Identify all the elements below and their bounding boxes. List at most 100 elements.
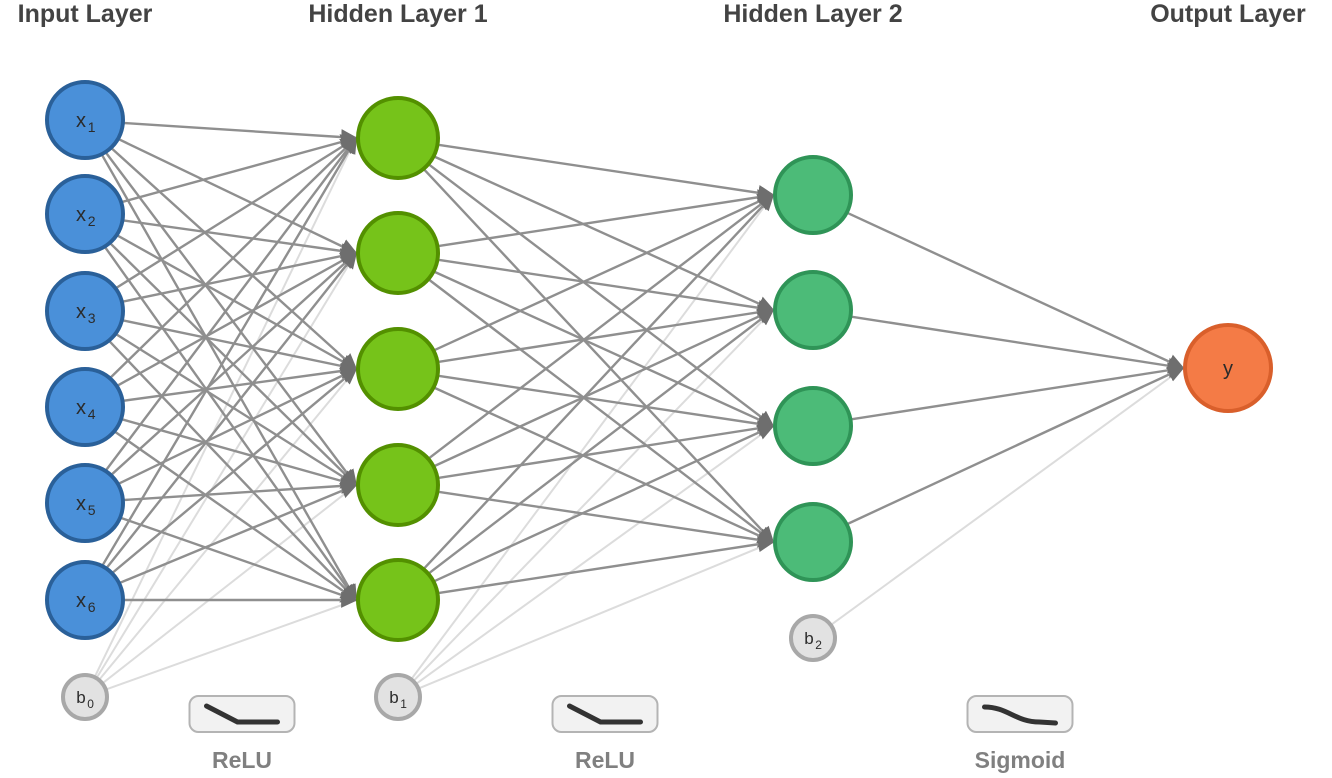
weight-edge xyxy=(122,121,358,145)
node-x2-circle xyxy=(45,174,125,254)
node-x5-subscript: 5 xyxy=(88,502,96,518)
node-h1_1-circle xyxy=(356,96,440,180)
bias-edge xyxy=(98,368,357,681)
weight-edge xyxy=(437,143,775,201)
weight-edge xyxy=(114,136,358,290)
node-h1_2-circle xyxy=(356,211,440,295)
weight-edge xyxy=(437,536,775,595)
weight-edge xyxy=(437,304,775,364)
bias-node-b1-subscript: 1 xyxy=(400,697,407,711)
weight-edge xyxy=(437,420,775,480)
node-h1_3-circle xyxy=(356,327,440,411)
bias-edge xyxy=(830,367,1184,626)
node-x2-subscript: 2 xyxy=(88,213,96,229)
activation-box xyxy=(966,695,1074,733)
node-h2_4-circle xyxy=(773,502,853,582)
activation-box xyxy=(551,695,659,733)
node-x5-circle xyxy=(45,463,125,543)
layer-title-3: Output Layer xyxy=(1150,0,1306,28)
bias-node-b2-circle xyxy=(789,614,837,662)
weight-edge xyxy=(101,136,358,567)
node-h1_1 xyxy=(356,96,440,180)
node-h1_4-circle xyxy=(356,443,440,527)
node-y-circle xyxy=(1183,323,1273,413)
activation-curve-icon xyxy=(982,704,1058,726)
weight-edge xyxy=(104,136,358,472)
node-x4-label: x xyxy=(76,397,86,419)
bias-edge xyxy=(410,194,774,680)
weight-edge xyxy=(120,417,358,489)
weight-edge xyxy=(422,167,775,544)
node-h1_3 xyxy=(356,327,440,411)
weight-edge xyxy=(120,134,358,204)
weight-edge xyxy=(433,155,775,312)
weight-edge xyxy=(114,332,358,487)
weight-edge xyxy=(105,251,358,570)
node-x3-subscript: 3 xyxy=(88,310,96,326)
activation-act1: ReLU xyxy=(188,695,296,773)
weight-edge xyxy=(437,189,775,248)
node-h2_2 xyxy=(773,270,853,350)
node-y: y xyxy=(1183,323,1273,413)
weight-edge xyxy=(437,374,775,432)
activation-label: ReLU xyxy=(212,747,272,773)
activation-act3: Sigmoid xyxy=(966,695,1074,773)
layer-title-0: Input Layer xyxy=(18,0,153,28)
weight-edge xyxy=(432,424,775,583)
weight-edge xyxy=(122,478,358,502)
weight-edge xyxy=(119,516,358,603)
weight-edge xyxy=(121,319,358,374)
weight-edge xyxy=(433,386,775,544)
weight-edge xyxy=(432,193,775,352)
node-x3-label: x xyxy=(76,301,86,323)
bias-edge xyxy=(417,541,774,690)
weight-edge xyxy=(107,339,358,602)
weight-edge xyxy=(432,308,775,468)
bias-edge xyxy=(105,599,357,691)
weight-edge xyxy=(110,146,358,371)
node-h2_3-circle xyxy=(773,386,853,466)
weight-edge xyxy=(113,430,358,602)
layer-title-1: Hidden Layer 1 xyxy=(308,0,487,28)
layer-titles-group: Input Layer Hidden Layer 1 Hidden Layer 2 O… xyxy=(18,0,1306,28)
weight-edge xyxy=(100,153,358,602)
node-x3-circle xyxy=(45,271,125,351)
activation-label: ReLU xyxy=(575,747,635,773)
node-x1-label: x xyxy=(76,110,86,132)
node-h2_1 xyxy=(773,155,853,235)
weight-edge xyxy=(116,251,358,388)
node-x4-subscript: 4 xyxy=(88,406,96,422)
weight-edge xyxy=(437,490,775,548)
weight-edge xyxy=(118,483,358,585)
node-x6-circle xyxy=(45,560,125,640)
weight-edge xyxy=(427,163,775,428)
node-h1_5 xyxy=(356,558,440,642)
node-x1-subscript: 1 xyxy=(88,119,96,135)
bias-edge xyxy=(93,137,357,678)
node-h2_4 xyxy=(773,502,853,582)
bias-edge xyxy=(412,309,774,682)
bias-node-b2-label: b xyxy=(804,629,813,648)
weight-edge xyxy=(850,362,1185,421)
weight-edge xyxy=(846,211,1185,370)
activation-curve-icon xyxy=(204,703,280,725)
node-h2_1-circle xyxy=(773,155,853,235)
weight-edge xyxy=(117,137,358,255)
activation-functions-group: ReLU ReLU Sigmoid xyxy=(188,695,1074,773)
bias-edges-group xyxy=(93,137,1184,691)
weight-edge xyxy=(104,151,358,487)
layer-title-2: Hidden Layer 2 xyxy=(723,0,902,28)
activation-curve-icon xyxy=(567,703,643,725)
bias-node-b1-circle xyxy=(374,673,422,721)
